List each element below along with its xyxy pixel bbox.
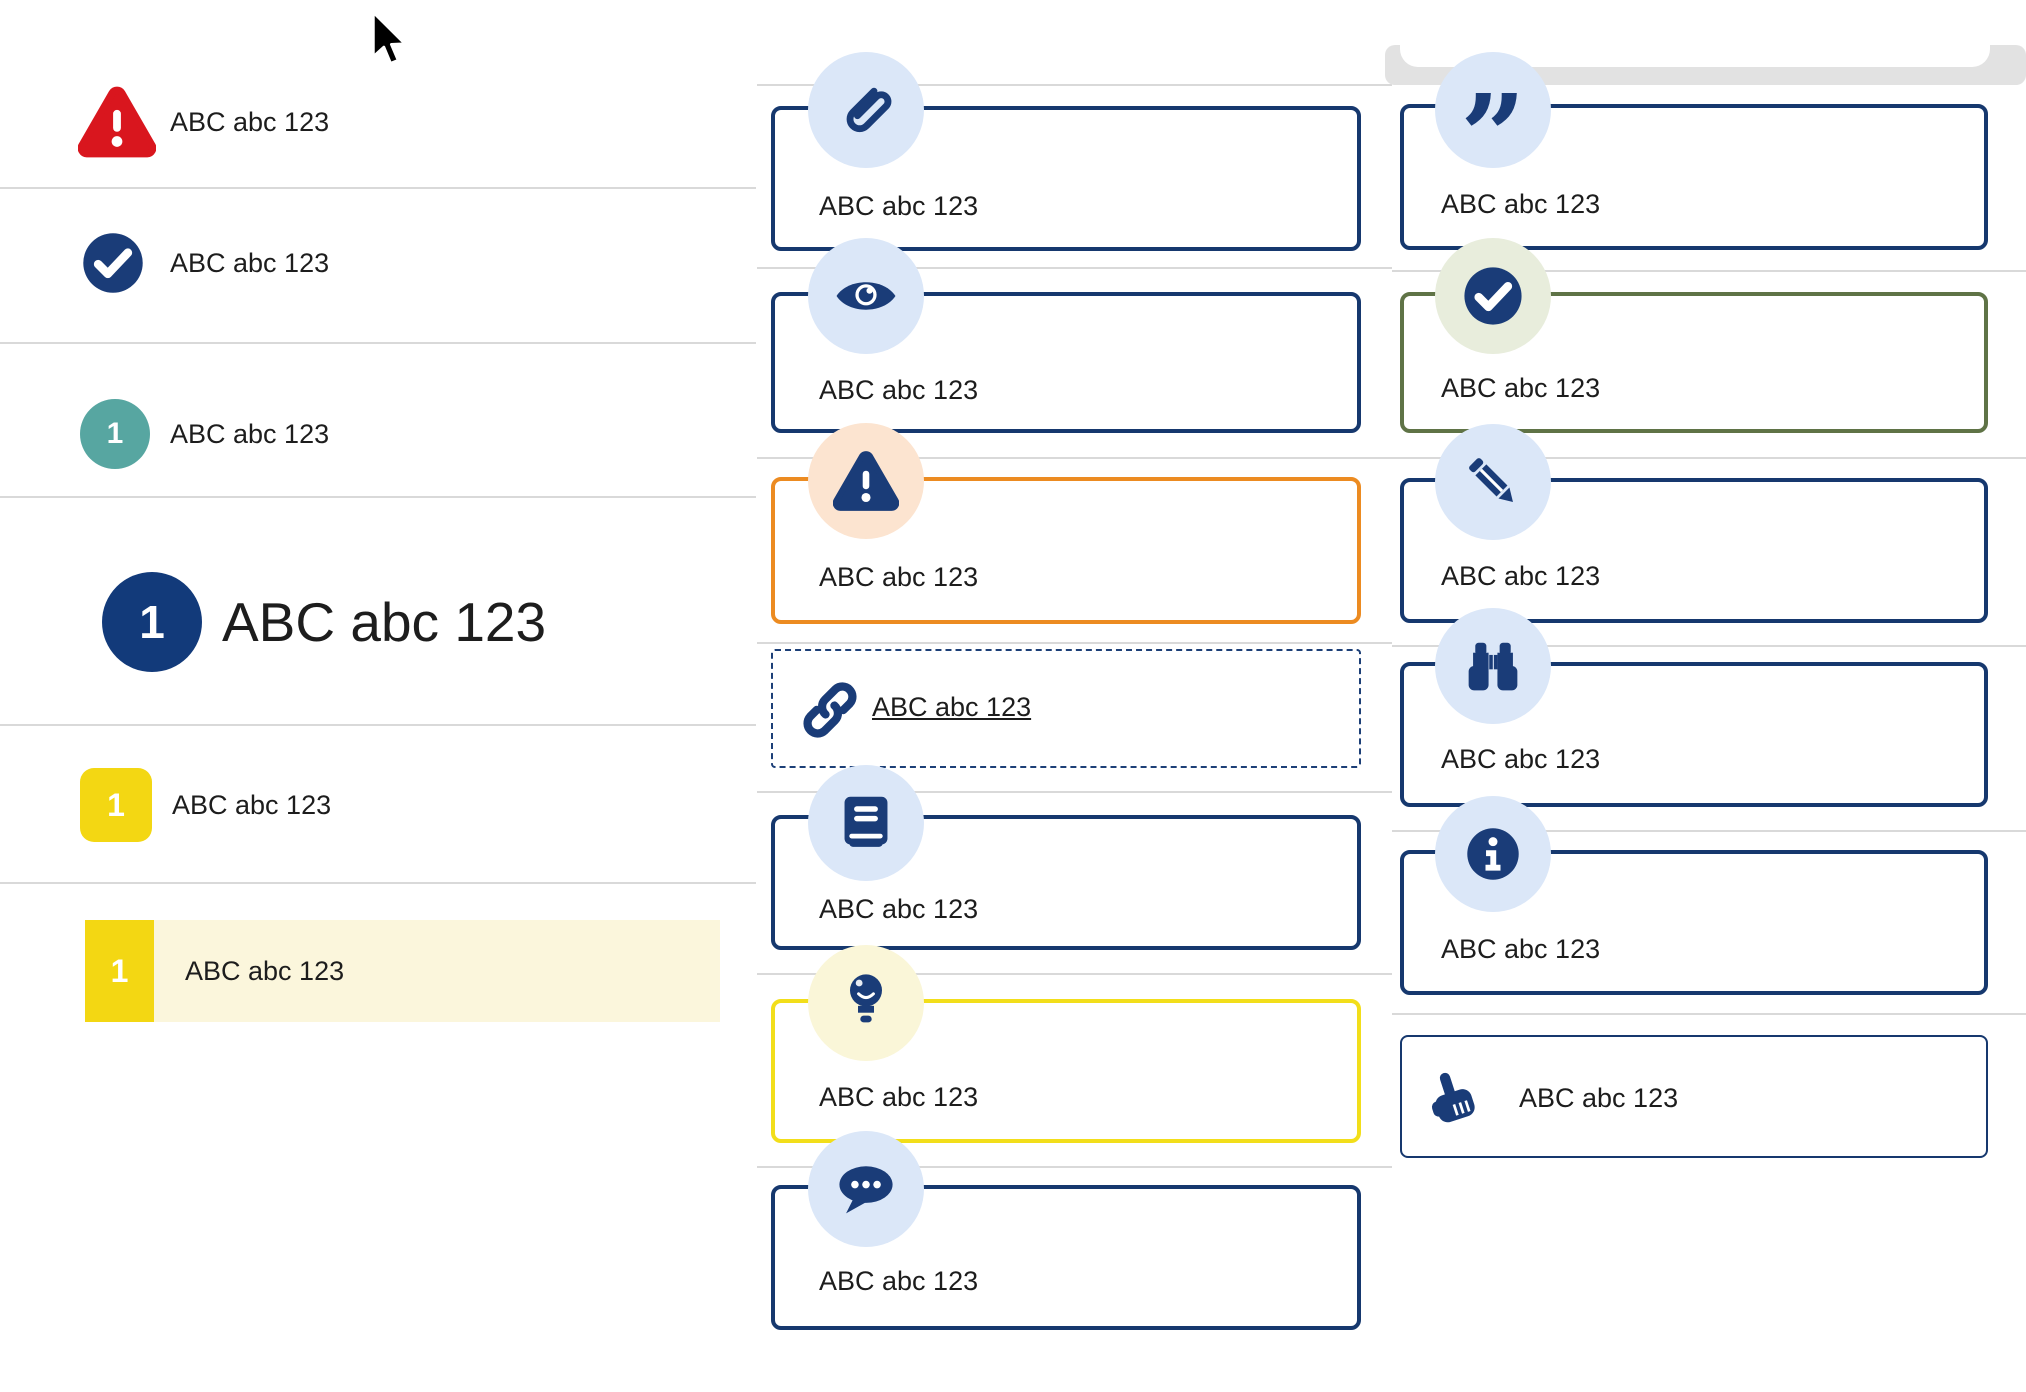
divider (1392, 270, 2026, 272)
divider (1392, 645, 2026, 647)
card-label: ABC abc 123 (819, 1082, 979, 1112)
paperclip-icon (808, 52, 924, 168)
divider (757, 1166, 1392, 1168)
warning-icon (808, 423, 924, 539)
callout-card-search[interactable]: ABC abc 123 (1400, 662, 1988, 807)
mouse-cursor (370, 10, 414, 76)
divider (0, 496, 756, 498)
divider (1392, 457, 2026, 459)
yellow-number-badge: 1 (80, 768, 152, 842)
divider (757, 457, 1392, 459)
list-item-label: ABC abc 123 (170, 248, 330, 278)
divider (0, 882, 756, 884)
card-label: ABC abc 123 (1519, 1083, 1679, 1113)
card-label: ABC abc 123 (1441, 189, 1601, 219)
card-label: ABC abc 123 (819, 375, 979, 405)
card-label: ABC abc 123 (819, 191, 979, 221)
divider (757, 791, 1392, 793)
alert-triangle-icon (77, 86, 157, 158)
divider (1392, 830, 2026, 832)
callout-card-success[interactable]: ABC abc 123 (1400, 292, 1988, 433)
list-item-heading: ABC abc 123 (222, 591, 547, 653)
list-item-label: ABC abc 123 (185, 956, 345, 986)
divider (0, 724, 756, 726)
check-circle-icon (1435, 238, 1551, 354)
highlight-background (85, 920, 720, 1022)
yellow-number-square: 1 (85, 920, 154, 1022)
navy-number-badge-large: 1 (102, 572, 202, 672)
divider (757, 973, 1392, 975)
divider (757, 642, 1392, 644)
pencil-icon (1435, 424, 1551, 540)
link-icon (797, 677, 863, 743)
divider (1392, 1013, 2026, 1015)
teal-number-badge: 1 (80, 399, 150, 469)
lightbulb-icon (808, 945, 924, 1061)
card-label: ABC abc 123 (1441, 934, 1601, 964)
divider (0, 187, 756, 189)
card-label: ABC abc 123 (819, 1266, 979, 1296)
chat-icon (808, 1131, 924, 1247)
card-link[interactable]: ABC abc 123 (872, 692, 1032, 722)
card-label: ABC abc 123 (819, 562, 979, 592)
quote-icon: ” (1435, 52, 1551, 168)
binoculars-icon (1435, 608, 1551, 724)
list-item-label: ABC abc 123 (172, 790, 332, 820)
divider (757, 267, 1392, 269)
card-label: ABC abc 123 (1441, 561, 1601, 591)
info-icon (1435, 796, 1551, 912)
divider (757, 84, 1392, 86)
card-label: ABC abc 123 (1441, 744, 1601, 774)
divider (0, 342, 756, 344)
callout-card-pointer[interactable]: ABC abc 123 (1400, 1035, 1988, 1158)
hand-pointer-icon (1423, 1062, 1485, 1136)
card-label: ABC abc 123 (1441, 373, 1601, 403)
check-circle-icon (81, 231, 145, 295)
svg-text:”: ” (1461, 78, 1525, 142)
eye-icon (808, 238, 924, 354)
book-icon (808, 765, 924, 881)
list-item-label: ABC abc 123 (170, 107, 330, 137)
list-item-label: ABC abc 123 (170, 419, 330, 449)
card-label: ABC abc 123 (819, 894, 979, 924)
link-card[interactable]: ABC abc 123 (771, 649, 1361, 768)
